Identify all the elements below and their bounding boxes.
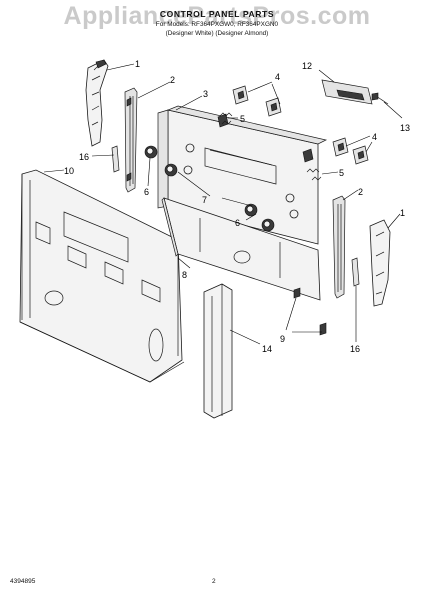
part-4-switches-right [332, 137, 369, 165]
part-14-trim [203, 283, 233, 419]
part-3-control-panel [157, 105, 328, 245]
part-4-switches-top [232, 85, 282, 117]
callout-label: 9 [280, 334, 285, 344]
callout-label: 7 [202, 195, 207, 205]
callout-numbers: 1 2 3 4 5 12 13 16 10 6 7 4 5 6 2 1 8 9 … [64, 59, 410, 354]
part-12-nameplate [321, 79, 373, 105]
diagram-title: CONTROL PANEL PARTS [159, 9, 275, 19]
callout-label: 3 [203, 89, 208, 99]
callout-label: 14 [262, 344, 272, 354]
part-16-left-clip [111, 145, 120, 173]
callout-label: 4 [372, 132, 377, 142]
callout-label: 6 [235, 218, 240, 228]
color-subtitle: (Designer White) (Designer Almond) [165, 30, 269, 37]
part-5-springs-right [306, 168, 322, 181]
part-5-springs-top [219, 112, 233, 125]
callout-label: 13 [400, 123, 410, 133]
callout-label: 16 [79, 152, 89, 162]
leader-lines [43, 63, 403, 345]
model-subtitle: For Models: RF364PXGW0, RF364PXGN0 [155, 21, 279, 28]
part-6-knobs [144, 145, 275, 232]
callout-label: 2 [358, 187, 363, 197]
part-1-right-end-cap [369, 219, 391, 307]
part-1-left-end-cap [85, 59, 109, 147]
callout-label: 10 [64, 166, 74, 176]
callout-label: 1 [135, 59, 140, 69]
callout-label: 2 [170, 75, 175, 85]
callout-label: 12 [302, 61, 312, 71]
part-16-right-clip [351, 257, 360, 287]
part-2-left-bracket [124, 87, 138, 193]
callout-label: 5 [240, 114, 245, 124]
callout-label: 4 [275, 72, 280, 82]
document-number: 4394895 [10, 578, 36, 585]
page-number: 2 [212, 578, 216, 585]
watermark: AppliancePartsPros.com [63, 2, 371, 30]
callout-label: 16 [350, 344, 360, 354]
part-2-right-bracket [332, 195, 346, 299]
part-8-support-bracket [161, 197, 321, 301]
callout-label: 6 [144, 187, 149, 197]
callout-label: 5 [339, 168, 344, 178]
part-13-screw [371, 92, 389, 105]
callout-label: 1 [400, 208, 405, 218]
callout-label: 8 [182, 270, 187, 280]
